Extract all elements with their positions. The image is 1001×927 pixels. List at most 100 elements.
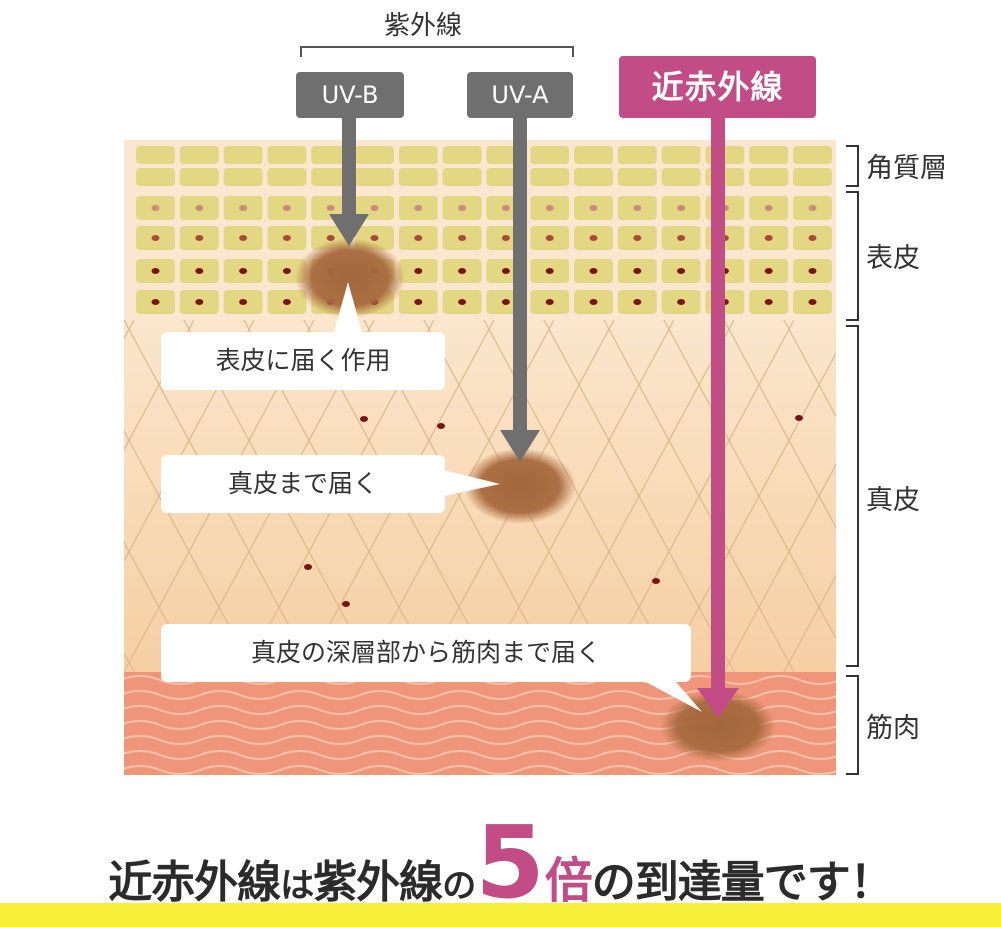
cell-nucleus bbox=[589, 299, 598, 305]
epidermis-cell bbox=[355, 146, 394, 164]
epidermis-cell bbox=[179, 146, 219, 164]
muscle-fiber bbox=[124, 720, 836, 730]
epidermis-cell bbox=[617, 146, 657, 164]
epidermis-cell bbox=[179, 168, 219, 186]
cell-nucleus bbox=[239, 205, 248, 211]
headline-part4: の bbox=[442, 866, 476, 906]
epidermis-cell bbox=[223, 168, 263, 186]
uva-label: UV-A bbox=[467, 72, 573, 118]
cell-nucleus bbox=[764, 299, 773, 305]
stratum-corneum-label: 角質層 bbox=[866, 153, 947, 184]
cell-nucleus bbox=[195, 205, 204, 211]
epidermis-cell bbox=[311, 146, 351, 164]
cell-nucleus bbox=[501, 205, 510, 211]
cell-nucleus bbox=[239, 299, 248, 305]
muscle-fiber bbox=[124, 705, 836, 715]
epidermis-cell bbox=[267, 146, 307, 164]
nir-callout-tail bbox=[646, 682, 702, 712]
cell-nucleus bbox=[589, 268, 598, 274]
headline-unit: 倍 bbox=[544, 853, 593, 909]
dermis-label: 真皮 bbox=[866, 485, 920, 516]
cell-nucleus bbox=[239, 268, 248, 274]
dermis-fiber bbox=[124, 652, 135, 672]
dermis-fiber bbox=[0, 320, 74, 672]
cell-nucleus bbox=[808, 299, 817, 305]
uva-arrow bbox=[500, 118, 540, 462]
cell-nucleus bbox=[545, 299, 554, 305]
epidermis-cell bbox=[530, 146, 570, 164]
uvb-callout: 表皮に届く作用 bbox=[161, 332, 445, 390]
muscle-bracket bbox=[846, 675, 859, 775]
cell-nucleus bbox=[326, 205, 335, 211]
epidermis-cell bbox=[574, 146, 613, 164]
cell-nucleus bbox=[764, 205, 773, 211]
cell-nucleus bbox=[326, 235, 335, 241]
cell-nucleus bbox=[282, 205, 291, 211]
nir-arrow bbox=[697, 118, 739, 718]
dermis-fiber bbox=[663, 352, 836, 672]
cell-nucleus bbox=[589, 205, 598, 211]
cell-nucleus bbox=[545, 205, 554, 211]
cell-nucleus bbox=[195, 268, 204, 274]
headline-part2: は bbox=[280, 866, 314, 906]
cell-nucleus bbox=[633, 268, 642, 274]
cell-nucleus bbox=[414, 299, 423, 305]
dermis-bracket bbox=[846, 325, 859, 667]
epidermis-cell bbox=[793, 146, 832, 164]
epidermis-cell bbox=[793, 168, 832, 186]
uv-group-bracket bbox=[300, 46, 574, 57]
uvb-callout-tail bbox=[334, 282, 362, 332]
cell-nucleus bbox=[282, 268, 291, 274]
cell-nucleus bbox=[195, 299, 204, 305]
epidermis-cell bbox=[661, 168, 701, 186]
dermis-fiber bbox=[0, 320, 14, 672]
cell-nucleus bbox=[458, 299, 467, 305]
epidermis-cell bbox=[749, 168, 789, 186]
cell-nucleus bbox=[677, 205, 686, 211]
dermis-fiber bbox=[543, 320, 735, 672]
cell-nucleus bbox=[501, 268, 510, 274]
epidermis-cell bbox=[311, 168, 351, 186]
dermis-fiber bbox=[723, 463, 836, 672]
cell-nucleus bbox=[633, 299, 642, 305]
cell-nucleus bbox=[677, 299, 686, 305]
cell-nucleus bbox=[195, 235, 204, 241]
epidermis-cell bbox=[442, 168, 482, 186]
muscle-fiber bbox=[124, 765, 836, 775]
cell-nucleus bbox=[414, 205, 423, 211]
cell-nucleus bbox=[282, 299, 291, 305]
cell-nucleus bbox=[808, 268, 817, 274]
cell-nucleus bbox=[501, 235, 510, 241]
headline-multiplier: 5 bbox=[475, 804, 545, 921]
epidermis-cell bbox=[530, 168, 570, 186]
uvb-label: UV-B bbox=[296, 72, 404, 118]
cell-nucleus bbox=[677, 235, 686, 241]
headline-highlight bbox=[0, 903, 1001, 927]
cell-nucleus bbox=[151, 268, 160, 274]
dermis-fiber bbox=[603, 320, 795, 672]
cell-nucleus bbox=[501, 299, 510, 305]
epidermis-label: 表皮 bbox=[866, 243, 920, 274]
dermis-fiber bbox=[124, 320, 135, 340]
cell-nucleus bbox=[370, 205, 379, 211]
epidermis-cell bbox=[398, 168, 438, 186]
epidermis-cell bbox=[574, 168, 613, 186]
muscle-fiber bbox=[124, 735, 836, 745]
epidermis-cell bbox=[136, 168, 175, 186]
nir-absorption-spot bbox=[660, 690, 776, 762]
epidermis-cell bbox=[136, 146, 175, 164]
cell-nucleus bbox=[633, 205, 642, 211]
cell-nucleus bbox=[414, 235, 423, 241]
cell-nucleus bbox=[764, 268, 773, 274]
nir-label: 近赤外線 bbox=[619, 56, 816, 118]
dermis-fiber bbox=[783, 320, 836, 418]
epidermis-cell bbox=[442, 146, 482, 164]
cell-nucleus bbox=[151, 235, 160, 241]
epidermis-cell bbox=[223, 146, 263, 164]
dermis-fiber bbox=[964, 320, 1001, 672]
cell-nucleus bbox=[239, 235, 248, 241]
cell-nucleus bbox=[808, 235, 817, 241]
uva-callout: 真皮まで届く bbox=[161, 455, 445, 513]
dermis-fiber bbox=[124, 541, 195, 672]
headline: 近赤外線は紫外線の5倍の到達量です！ bbox=[0, 804, 1001, 921]
